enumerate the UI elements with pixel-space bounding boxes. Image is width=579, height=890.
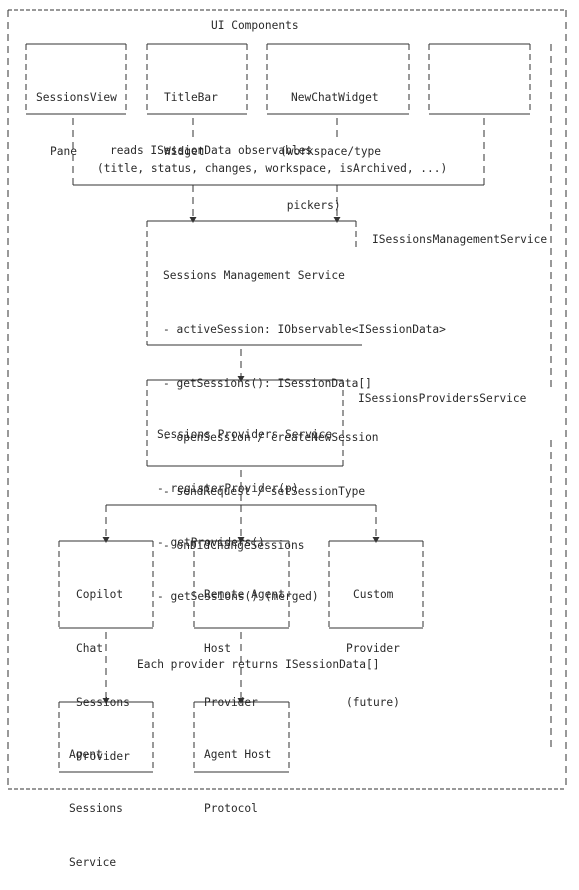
box-label-line: (workspace/type	[280, 145, 382, 158]
agent-sessions-service-box: Agent Sessions Service	[69, 710, 123, 890]
management-service-member: - activeSession: IObservable<ISessionDat…	[163, 323, 446, 336]
box-management-service	[146, 220, 362, 346]
box-label-line: Provider	[76, 750, 130, 763]
box-label-line: Custom	[353, 588, 394, 601]
box-sessions-view-pane	[25, 43, 127, 115]
box-new-chat-widget	[266, 43, 410, 115]
management-service-member: - sendRequest / setSessionType	[163, 485, 366, 498]
box-title-bar-widget	[146, 43, 248, 115]
box-label-line: Chat	[76, 642, 103, 655]
box-label-line: NewChatWidget	[291, 91, 379, 104]
box-label-line: Pane	[50, 145, 77, 158]
box-label-line: TitleBar	[164, 91, 218, 104]
new-chat-widget-box: NewChatWidget (workspace/type pickers)	[280, 53, 381, 233]
box-label-line: Provider	[346, 642, 400, 655]
management-service-interface: ISessionsManagementService	[372, 233, 548, 246]
diagram-lines	[7, 9, 567, 790]
box-label-line: SessionsView	[36, 91, 117, 104]
copilot-chat-sessions-provider-box: Copilot Chat Sessions Provider	[76, 550, 130, 784]
agent-host-protocol-box: Agent Host Protocol	[204, 710, 271, 836]
box-copilot-provider	[58, 540, 154, 629]
box-label-line: Sessions	[76, 696, 130, 709]
observables-note-line1: reads ISessionData observables	[110, 144, 313, 157]
remote-agent-host-provider-box: Remote Agent Host Provider	[204, 550, 285, 730]
box-label-line: Provider	[204, 696, 258, 709]
management-service-box: Sessions Management Service - activeSess…	[163, 231, 446, 573]
sessions-view-pane-box: SessionsView Pane	[36, 53, 117, 179]
providers-service-box: Sessions Providers Service - registerPro…	[157, 390, 332, 624]
providers-service-member: - getProviders()	[157, 536, 265, 549]
box-label-line: Sessions	[69, 802, 123, 815]
box-label-line: Widget	[164, 145, 205, 158]
observables-note-line2: (title, status, changes, workspace, isAr…	[97, 162, 448, 175]
arrowheads	[102, 217, 380, 704]
management-service-member: - onDidChangeSessions	[163, 539, 305, 552]
provider-returns-note: Each provider returns ISessionData[]	[137, 658, 380, 671]
box-label-line: pickers)	[280, 199, 341, 212]
providers-service-title: Sessions Providers Service	[157, 428, 333, 441]
providers-service-member: - registerProvider(p)	[157, 482, 299, 495]
box-label-line: Host	[204, 642, 231, 655]
box-label-line: Protocol	[204, 802, 258, 815]
providers-service-interface: ISessionsProvidersService	[358, 392, 527, 405]
box-label-line: Service	[69, 856, 117, 869]
title-bar-widget-box: TitleBar Widget	[164, 53, 218, 179]
box-label-line: Agent	[69, 748, 103, 761]
custom-provider-box: Custom Provider (future)	[346, 550, 400, 730]
box-empty	[428, 43, 531, 115]
management-service-title: Sessions Management Service	[163, 269, 345, 282]
box-label-line: Remote Agent	[204, 588, 285, 601]
management-service-member: - getSessions(): ISessionData[]	[163, 377, 372, 390]
box-label-line: (future)	[346, 696, 400, 709]
box-providers-service	[146, 379, 344, 467]
management-service-member: - openSession / createNewSession	[163, 431, 379, 444]
box-label-line: Agent Host	[204, 748, 272, 761]
providers-service-member: - getSessions() (merged)	[157, 590, 319, 603]
ui-components-title: UI Components	[211, 19, 299, 32]
box-label-line: Copilot	[76, 588, 124, 601]
